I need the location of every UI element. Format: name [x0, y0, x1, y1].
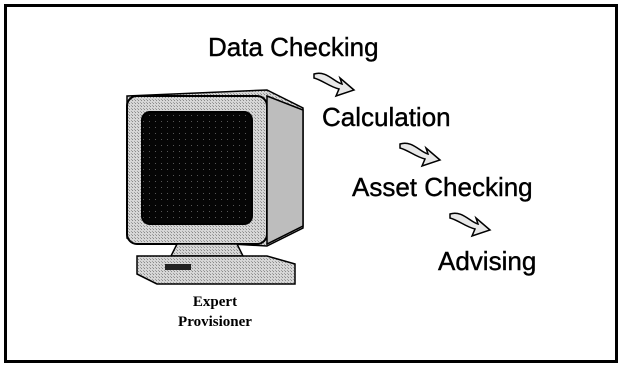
step-calculation: Calculation: [322, 102, 451, 132]
diagram-frame: [4, 4, 618, 363]
step-data-checking: Data Checking: [208, 32, 379, 62]
arrow-icon: [449, 212, 492, 238]
caption-line-2: Provisioner: [178, 314, 252, 330]
computer-icon: [126, 89, 304, 285]
step-asset-checking: Asset Checking: [352, 172, 533, 202]
computer-caption: Expert Provisioner: [140, 292, 290, 332]
arrow-icon: [313, 72, 356, 98]
caption-line-1: Expert: [192, 294, 238, 310]
arrow-icon: [399, 142, 442, 168]
step-advising: Advising: [438, 246, 537, 276]
